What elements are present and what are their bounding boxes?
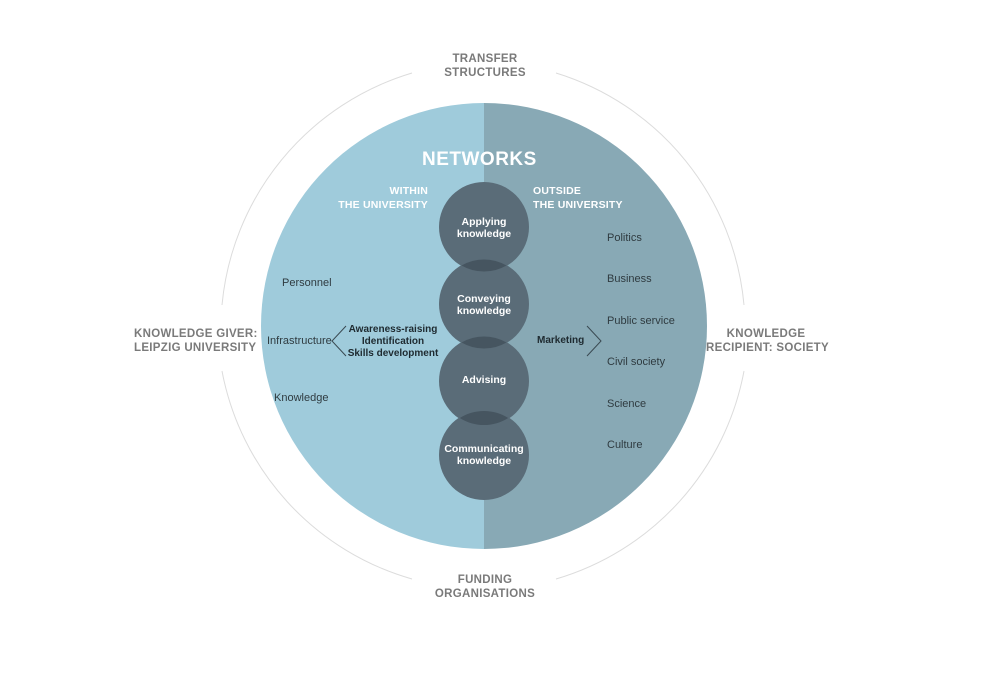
outside-university-heading: OUTSIDE THE UNIVERSITY <box>533 184 643 212</box>
right-item-civil-society: Civil society <box>607 356 666 368</box>
right-chevron <box>586 325 602 357</box>
applying-knowledge-text: Applying knowledge <box>457 216 511 240</box>
circle-overlap-2 <box>461 336 507 349</box>
outer-ring-arc-top-left <box>221 72 413 306</box>
communicating-knowledge-circle <box>439 410 529 500</box>
advising-circle <box>439 336 529 426</box>
applying-knowledge-circle <box>439 182 529 272</box>
outer-ring-arc-top-right <box>555 72 745 306</box>
activity-awareness-raising: Awareness-raising <box>348 324 438 335</box>
conveying-knowledge-circle <box>439 259 529 349</box>
outer-ring-arc-bottom-left <box>221 370 413 580</box>
communicating-knowledge-text: Communicating knowledge <box>444 443 523 467</box>
advising-text: Advising <box>462 374 506 386</box>
outer-ring-arc-bottom-right <box>555 370 745 580</box>
knowledge-recipient-line-2: RECIPIENT: SOCIETY <box>706 342 829 354</box>
right-item-science: Science <box>607 398 647 410</box>
left-item-personnel: Personnel <box>282 277 332 289</box>
conveying-line-1: Conveying <box>457 293 511 305</box>
knowledge-giver-line-2: LEIPZIG UNIVERSITY <box>134 342 257 354</box>
knowledge-giver-label: KNOWLEDGE GIVER: LEIPZIG UNIVERSITY <box>134 327 258 355</box>
within-university-heading: WITHIN THE UNIVERSITY <box>318 184 428 212</box>
right-item-politics: Politics <box>607 232 642 244</box>
circle-overlap-3 <box>459 410 509 426</box>
funding-organisations-line-2: ORGANISATIONS <box>434 588 536 600</box>
conveying-knowledge-text: Conveying knowledge <box>457 293 511 317</box>
advising-line-1: Advising <box>461 374 507 386</box>
activity-identification: Identification <box>361 336 425 347</box>
right-item-business: Business <box>607 273 652 285</box>
networks-title: NETWORKS <box>422 149 537 170</box>
inner-circles <box>439 182 529 500</box>
within-line-2: THE UNIVERSITY <box>338 199 428 211</box>
left-item-infrastructure: Infrastructure <box>267 335 332 347</box>
knowledge-recipient-line-1: KNOWLEDGE <box>726 328 806 340</box>
applying-line-1: Applying <box>461 216 507 228</box>
communicating-line-1: Communicating <box>444 443 524 455</box>
applying-line-2: knowledge <box>456 228 512 240</box>
transfer-structures-label: TRANSFER STRUCTURES <box>435 52 535 80</box>
left-center-activities: Awareness-raising Identification Skills … <box>340 324 446 360</box>
knowledge-recipient-label: KNOWLEDGE RECIPIENT: SOCIETY <box>706 327 829 355</box>
transfer-structures-line-1: TRANSFER <box>452 53 518 65</box>
knowledge-giver-line-1: KNOWLEDGE GIVER: <box>134 328 258 340</box>
left-item-knowledge: Knowledge <box>274 392 329 404</box>
within-university-half <box>261 103 484 549</box>
outer-ring <box>221 72 745 580</box>
funding-organisations-label: FUNDING ORGANISATIONS <box>425 573 545 601</box>
within-line-1: WITHIN <box>389 185 428 197</box>
outside-university-half <box>484 103 707 549</box>
activity-skills-development: Skills development <box>347 348 439 359</box>
outside-line-1: OUTSIDE <box>533 185 582 197</box>
conveying-line-2: knowledge <box>456 305 512 317</box>
circle-overlap-1 <box>461 259 507 272</box>
transfer-structures-line-2: STRUCTURES <box>444 67 526 79</box>
right-item-culture: Culture <box>607 439 643 451</box>
outside-line-2: THE UNIVERSITY <box>533 199 623 211</box>
communicating-line-2: knowledge <box>456 455 512 467</box>
right-item-public-service: Public service <box>607 315 675 327</box>
funding-organisations-line-1: FUNDING <box>457 574 513 586</box>
marketing-label: Marketing <box>537 335 585 346</box>
left-chevron <box>331 325 347 357</box>
